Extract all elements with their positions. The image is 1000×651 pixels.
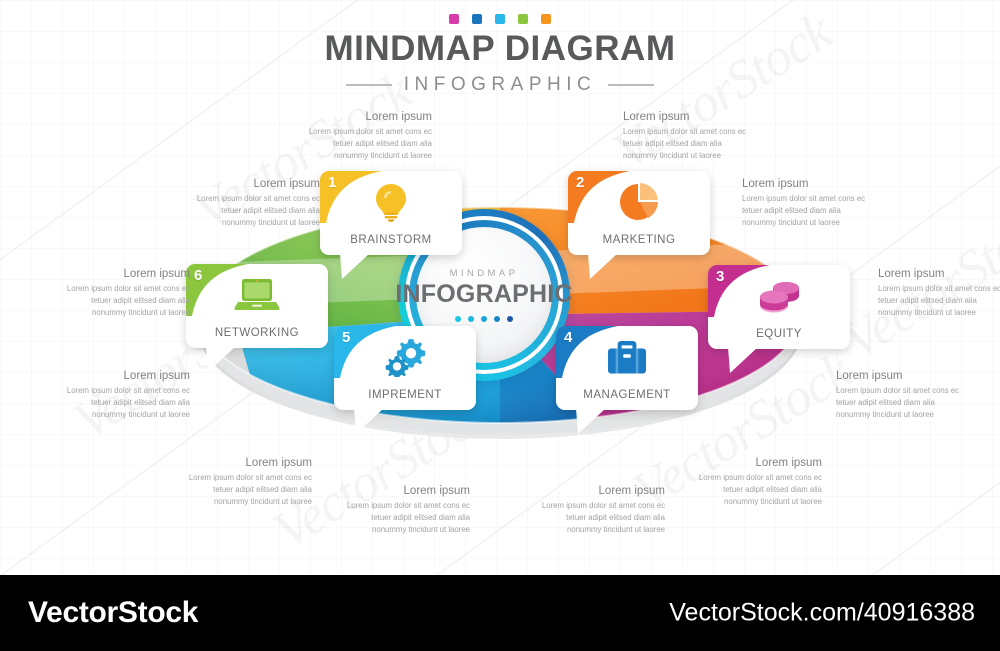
lorem-body: Lorem ipsum dolor sit amet cons ec tetue…	[196, 194, 320, 228]
lorem-block: Lorem ipsum Lorem ipsum dolor sit amet c…	[300, 111, 432, 162]
lorem-block: Lorem ipsum Lorem ipsum dolor sit amet c…	[58, 268, 190, 319]
card-tail	[728, 347, 758, 373]
badge-shape	[568, 171, 630, 223]
card-label: IMPREMENT	[368, 389, 442, 401]
lorem-block: Lorem ipsum Lorem ipsum dolor sit amet c…	[878, 268, 1000, 319]
node-card-networking[interactable]: 6 NETWORKING	[186, 264, 328, 372]
lorem-heading: Lorem ipsum	[253, 178, 320, 190]
card-label: EQUITY	[756, 328, 802, 340]
card-number: 5	[342, 329, 351, 346]
emblem-dot	[481, 316, 487, 322]
lorem-block: Lorem ipsum Lorem ipsum dolor sit amet c…	[338, 485, 470, 536]
node-card-management[interactable]: 4 MANAGEMENT	[556, 326, 698, 434]
emblem-top-label: MINDMAP	[449, 268, 519, 279]
briefcase-icon	[556, 335, 698, 379]
lorem-heading: Lorem ipsum	[245, 457, 312, 469]
card-tail	[206, 346, 236, 372]
lorem-block: Lorem ipsum Lorem ipsum dolor sit amet c…	[690, 457, 822, 508]
subtitle-rule-left	[345, 84, 392, 86]
card-tail	[588, 253, 618, 279]
card-number: 1	[328, 174, 337, 191]
lorem-block: Lorem ipsum Lorem ipsum dolor sit amet c…	[188, 178, 320, 229]
lorem-body: Lorem ipsum dolor sit amet cons ec tetue…	[742, 194, 866, 228]
lorem-body: Lorem ipsum dolor sit amet cons ec tetue…	[836, 386, 960, 420]
title-dot	[495, 14, 505, 24]
card-tail	[340, 253, 370, 279]
lorem-heading: Lorem ipsum	[123, 268, 190, 280]
subtitle-rule-right	[608, 84, 655, 86]
badge-shape	[186, 264, 248, 316]
emblem-dot	[455, 316, 461, 322]
badge-shape	[334, 326, 396, 378]
lorem-body: Lorem ipsum dolor sit amet cons ec tetue…	[346, 501, 470, 535]
card-label: BRAINSTORM	[350, 234, 432, 246]
lorem-heading: Lorem ipsum	[878, 268, 945, 280]
card-tail	[354, 408, 384, 434]
lorem-body: Lorem ipsum dolor sit amet cons ec tetue…	[878, 284, 1000, 318]
badge-shape	[320, 171, 382, 223]
node-card-imprement[interactable]: 5 IMPREMENT	[334, 326, 476, 434]
footer-bar: VectorStock VectorStock.com/40916388	[0, 575, 1000, 651]
card-number: 3	[716, 268, 725, 285]
lorem-body: Lorem ipsum dolor sit amet cons ec tetue…	[188, 473, 312, 507]
title-dot	[541, 14, 551, 24]
emblem-dot-row	[455, 316, 513, 322]
footer-url: VectorStock.com/40916388	[669, 598, 975, 627]
card-label: MARKETING	[602, 234, 676, 246]
lorem-heading: Lorem ipsum	[836, 370, 903, 382]
lorem-heading: Lorem ipsum	[365, 111, 432, 123]
card-label: NETWORKING	[214, 327, 300, 339]
card-label: MANAGEMENT	[583, 389, 671, 401]
lorem-block: Lorem ipsum Lorem ipsum dolor sit amet c…	[533, 485, 665, 536]
coin-stack-icon	[708, 274, 850, 318]
lorem-heading: Lorem ipsum	[598, 485, 665, 497]
lorem-heading: Lorem ipsum	[123, 370, 190, 382]
lorem-heading: Lorem ipsum	[755, 457, 822, 469]
lorem-body: Lorem ipsum dolor sit amet cons ec tetue…	[66, 386, 190, 420]
title-dot	[472, 14, 482, 24]
emblem-main-label: INFOGRAPHIC	[395, 280, 573, 308]
pie-chart-icon	[568, 180, 710, 224]
subtitle-row: INFOGRAPHIC	[0, 74, 1000, 96]
lorem-heading: Lorem ipsum	[403, 485, 470, 497]
footer-brand: VectorStock	[28, 596, 199, 629]
card-number: 4	[564, 329, 573, 346]
title-dot-row	[0, 14, 1000, 24]
emblem-dot	[494, 316, 500, 322]
node-card-marketing[interactable]: 2 MARKETING	[568, 171, 710, 279]
lightbulb-icon	[320, 180, 462, 224]
lorem-block: Lorem ipsum Lorem ipsum dolor sit amet c…	[180, 457, 312, 508]
lorem-body: Lorem ipsum dolor sit amet cons ec tetue…	[698, 473, 822, 507]
page-title: MINDMAP DIAGRAM	[324, 29, 676, 68]
laptop-icon	[186, 273, 328, 317]
page-subtitle: INFOGRAPHIC	[403, 73, 597, 95]
badge-shape	[708, 265, 770, 317]
emblem-dot	[507, 316, 513, 322]
emblem-dot	[468, 316, 474, 322]
gears-icon	[334, 335, 476, 379]
lorem-block: Lorem ipsum Lorem ipsum dolor sit amet c…	[58, 370, 190, 421]
card-tail	[576, 408, 606, 434]
title-block: MINDMAP DIAGRAM INFOGRAPHIC	[0, 14, 1000, 96]
lorem-body: Lorem ipsum dolor sit amet cons ec tetue…	[623, 127, 747, 161]
lorem-block: Lorem ipsum Lorem ipsum dolor sit amet c…	[742, 178, 874, 229]
lorem-body: Lorem ipsum dolor sit amet cons ec tetue…	[308, 127, 432, 161]
lorem-heading: Lorem ipsum	[623, 111, 690, 123]
lorem-block: Lorem ipsum Lorem ipsum dolor sit amet c…	[623, 111, 755, 162]
title-dot	[449, 14, 459, 24]
lorem-block: Lorem ipsum Lorem ipsum dolor sit amet c…	[836, 370, 968, 421]
lorem-heading: Lorem ipsum	[742, 178, 809, 190]
badge-shape	[556, 326, 618, 378]
node-card-equity[interactable]: 3 EQUITY	[708, 265, 850, 373]
card-number: 6	[194, 267, 203, 284]
lorem-body: Lorem ipsum dolor sit amet cons ec tetue…	[66, 284, 190, 318]
card-number: 2	[576, 174, 585, 191]
title-dot	[518, 14, 528, 24]
node-card-brainstorm[interactable]: 1 BRAINSTORM	[320, 171, 462, 279]
lorem-body: Lorem ipsum dolor sit amet cons ec tetue…	[541, 501, 665, 535]
